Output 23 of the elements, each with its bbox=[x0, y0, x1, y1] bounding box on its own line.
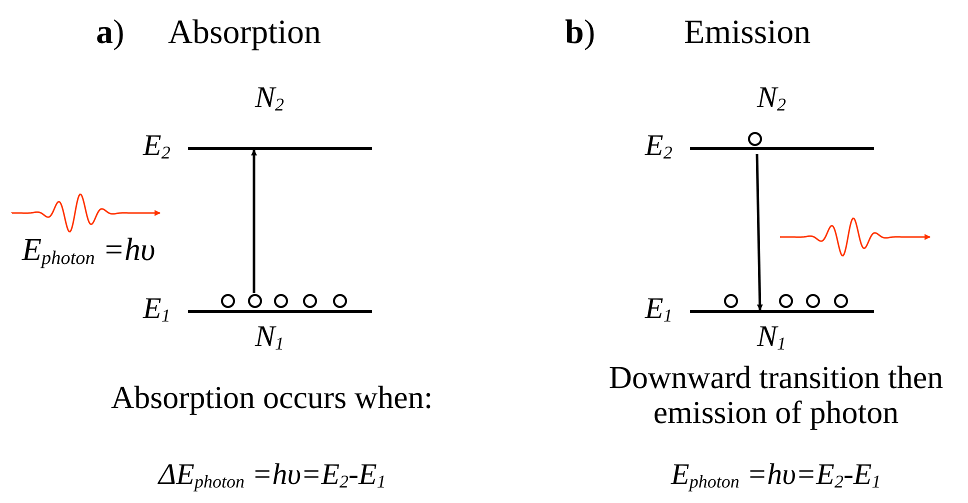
photon-energy-label: E$_{photon}$ =hυ bbox=[22, 232, 156, 268]
transition-arrow bbox=[756, 154, 763, 311]
energy-level-line bbox=[690, 310, 874, 313]
description-text: Downward transition then emission of photon bbox=[608, 360, 944, 430]
energy-label: E$_{1}$ bbox=[645, 294, 672, 324]
energy-level-line bbox=[188, 310, 372, 313]
condition-text: Absorption occurs when: bbox=[111, 380, 433, 416]
transition-arrow bbox=[251, 149, 257, 293]
population-label: N$_{1}$ bbox=[757, 322, 786, 352]
energy-equation: ΔE$_{photon}$ =hυ=E$_{2}$-E$_{1}$ bbox=[158, 458, 386, 491]
panel-title: Emission bbox=[684, 14, 811, 52]
panel-title: Absorption bbox=[168, 14, 321, 52]
population-label: N$_{1}$ bbox=[255, 322, 284, 352]
population-label: N$_{2}$ bbox=[757, 83, 786, 113]
population-label: N$_{2}$ bbox=[255, 83, 284, 113]
energy-label: E$_{2}$ bbox=[645, 131, 672, 161]
panel-label: b) bbox=[565, 14, 596, 52]
energy-label: E$_{2}$ bbox=[143, 131, 170, 161]
energy-label: E$_{1}$ bbox=[143, 294, 170, 324]
energy-level-line bbox=[188, 147, 372, 150]
energy-level-line bbox=[690, 147, 874, 150]
panel-label: a) bbox=[96, 14, 124, 52]
energy-equation: E$_{photon}$ =hυ=E$_{2}$-E$_{1}$ bbox=[671, 458, 881, 491]
